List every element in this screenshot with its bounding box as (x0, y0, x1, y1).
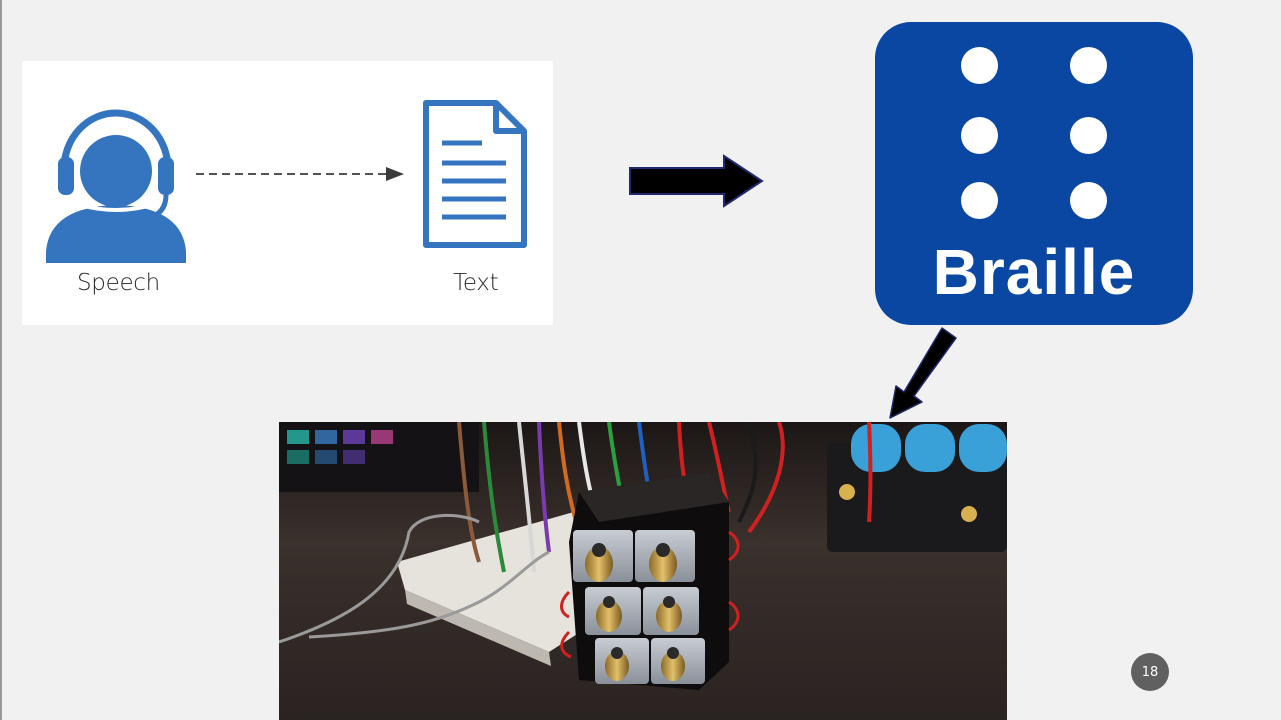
braille-dot-2 (961, 117, 998, 154)
speech-to-text-dashed-arrow (196, 167, 404, 181)
braille-to-device-arrow (889, 327, 957, 419)
braille-device-photo (279, 422, 1007, 720)
device-photo-illustration (279, 422, 1007, 720)
speech-label: Speech (77, 270, 160, 296)
document-icon (423, 100, 527, 248)
slide-left-border (0, 0, 2, 720)
speech-to-text-panel: Speech Text (22, 61, 553, 325)
headset-icon (46, 109, 186, 263)
braille-dot-3 (961, 182, 998, 219)
braille-dot-6 (1070, 182, 1107, 219)
slide-page-number: 18 (1131, 653, 1169, 691)
braille-dot-5 (1070, 117, 1107, 154)
braille-dot-1 (961, 47, 998, 84)
braille-logo-card: Braille (875, 22, 1193, 325)
text-to-braille-arrow (629, 154, 764, 208)
braille-dot-4 (1070, 47, 1107, 84)
braille-title: Braille (932, 236, 1136, 308)
text-label: Text (453, 270, 499, 296)
